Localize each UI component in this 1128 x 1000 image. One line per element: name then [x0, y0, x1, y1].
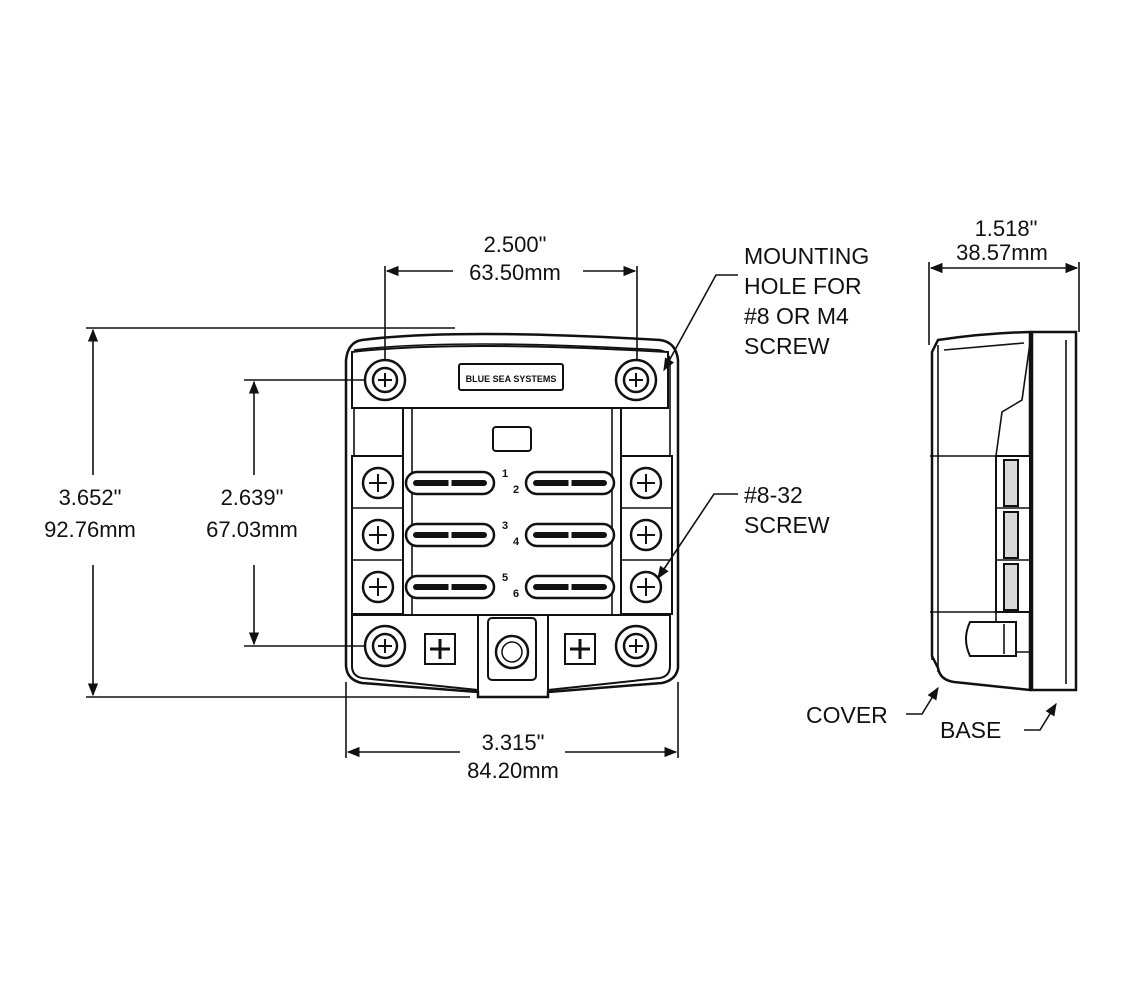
base-label: BASE: [940, 717, 1001, 743]
dim-overall-height-mm: 92.76mm: [44, 517, 136, 542]
bottom-center-port: [487, 617, 537, 681]
screw-label-line-1: #8-32: [744, 482, 803, 508]
mounting-hole-label-line-1: MOUNTING: [744, 243, 869, 269]
dim-overall-height-inch: 3.652": [59, 485, 122, 510]
mounting-hole-label-line-2: HOLE FOR: [744, 273, 862, 299]
screw-label-line-2: SCREW: [744, 512, 830, 538]
dim-top-width-mm: 63.50mm: [469, 260, 561, 285]
terminal-screw-left-3: [361, 570, 395, 604]
terminal-screw-left-2: [361, 518, 395, 552]
dimension-lines-front: [86, 265, 738, 758]
dim-depth-inch: 1.518": [975, 216, 1038, 241]
cover-label: COVER: [806, 702, 888, 728]
mounting-hole-bottom-right: [614, 624, 658, 668]
side-view: [906, 262, 1080, 731]
fuse-slot-2: [524, 470, 616, 496]
dim-depth-mm: 38.57mm: [956, 240, 1048, 265]
circuit-number-3: 3: [502, 520, 508, 532]
terminal-screw-right-1: [629, 466, 663, 500]
fuse-slot-1: [404, 470, 496, 496]
circuit-number-2: 2: [513, 484, 519, 496]
dim-overall-width-inch: 3.315": [482, 730, 545, 755]
terminal-screw-left-1: [361, 466, 395, 500]
mounting-hole-label-line-4: SCREW: [744, 333, 830, 359]
circuit-number-1: 1: [502, 468, 508, 480]
fuse-slot-3: [404, 522, 496, 548]
dim-hole-spacing-inch: 2.639": [221, 485, 284, 510]
mounting-hole-bottom-left: [363, 624, 407, 668]
plus-marker-right: [564, 633, 596, 665]
circuit-number-5: 5: [502, 572, 508, 584]
brand-logo: [458, 363, 564, 391]
dim-hole-spacing-mm: 67.03mm: [206, 517, 298, 542]
front-view: BLUE SEA SYSTEMS: [344, 332, 680, 699]
terminal-screw-right-3: [629, 570, 663, 604]
dim-overall-width-mm: 84.20mm: [467, 758, 559, 783]
mounting-hole-top-right: [614, 358, 658, 402]
plus-marker-left: [424, 633, 456, 665]
fuse-slot-6: [524, 574, 616, 600]
mounting-hole-label-line-3: #8 OR M4: [744, 303, 849, 329]
brand-logo-text: BLUE SEA SYSTEMS: [466, 374, 557, 384]
circuit-number-4: 4: [513, 536, 520, 548]
fuse-slot-4: [524, 522, 616, 548]
mounting-hole-top-left: [363, 358, 407, 402]
circuit-number-6: 6: [513, 588, 519, 600]
terminal-screw-right-2: [629, 518, 663, 552]
dim-top-width-inch: 2.500": [484, 232, 547, 257]
fuse-slot-5: [404, 574, 496, 600]
